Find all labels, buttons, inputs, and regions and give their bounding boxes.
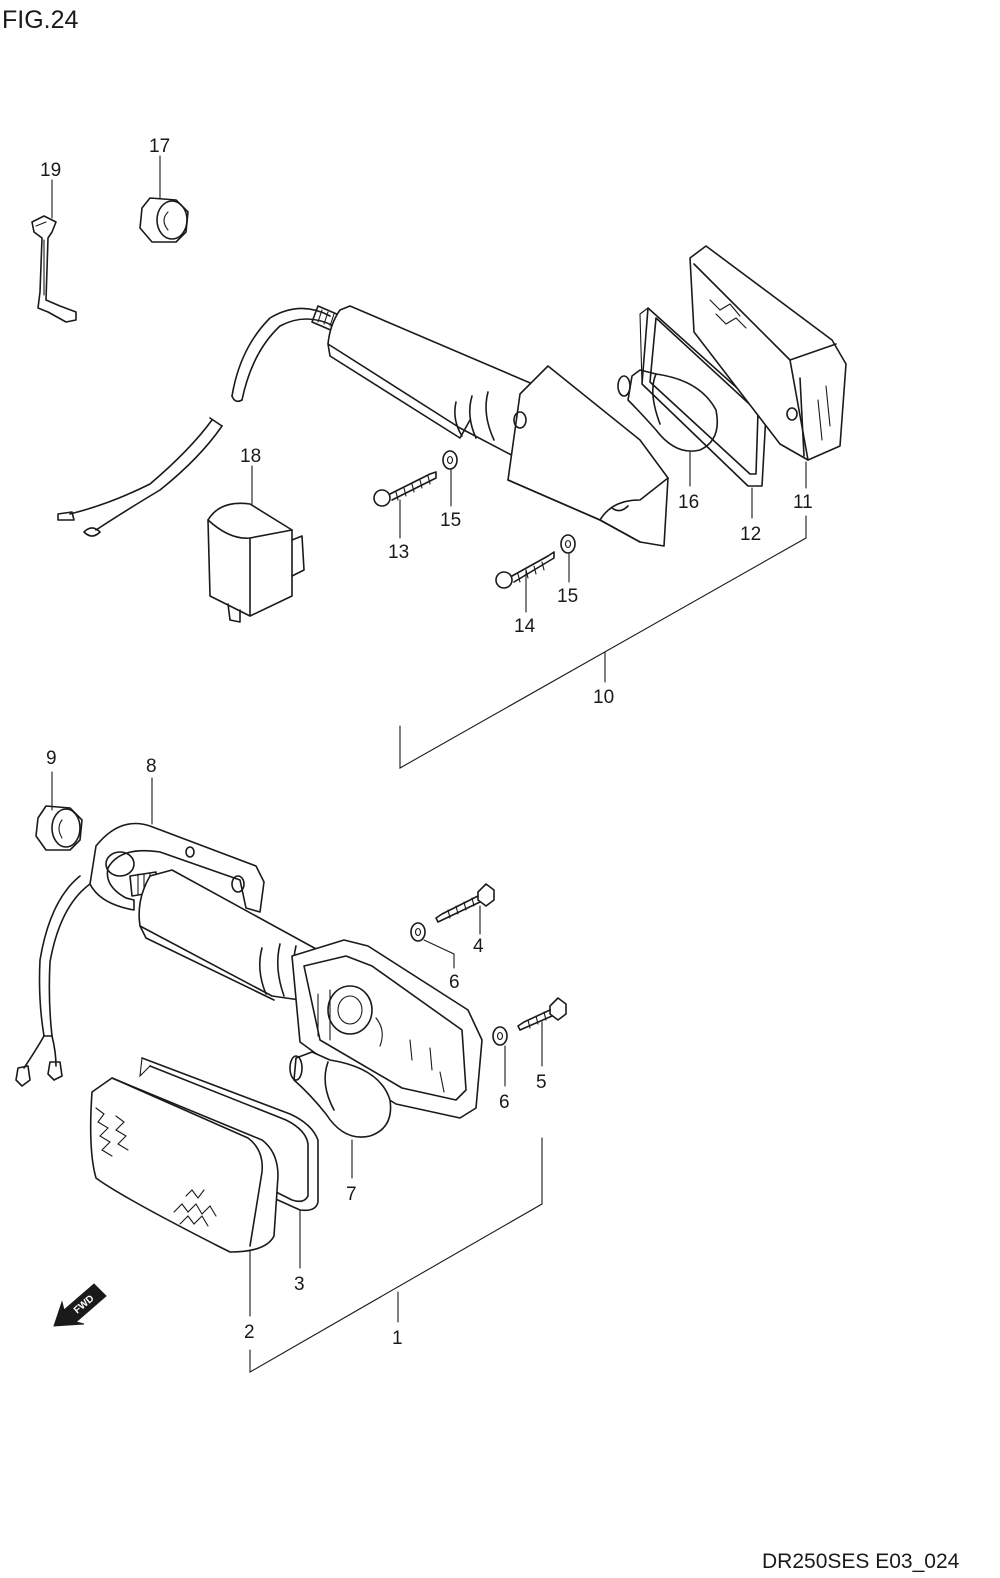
part-16-bulb — [617, 369, 719, 452]
callout-4: 4 — [473, 936, 484, 957]
part-2-lens — [89, 1077, 279, 1253]
fwd-arrow-icon: FWD — [53, 1283, 107, 1327]
part-3-gasket — [139, 1057, 319, 1212]
callout-11: 11 — [793, 492, 813, 513]
part-1-turn-signal-front — [15, 869, 483, 1119]
callout-16: 16 — [678, 492, 699, 513]
part-18-relay — [207, 502, 305, 623]
callout-6-b: 6 — [499, 1092, 510, 1113]
callout-3: 3 — [294, 1274, 305, 1295]
figure-title: FIG.24 — [2, 6, 79, 34]
lower-leader-lines — [51, 771, 543, 1373]
callout-9: 9 — [46, 748, 57, 769]
part-8-bracket — [89, 822, 265, 913]
callout-1: 1 — [392, 1328, 403, 1349]
callout-12: 12 — [740, 524, 761, 545]
part-6-washer-a — [410, 922, 426, 942]
callout-17: 17 — [149, 136, 170, 157]
callout-6-a: 6 — [449, 972, 460, 993]
part-9-grommet — [35, 805, 83, 851]
callout-15-b: 15 — [557, 586, 578, 607]
callout-10: 10 — [593, 687, 614, 708]
part-10-turn-signal-rear — [57, 305, 669, 547]
part-15-washer-a — [442, 450, 458, 470]
part-4-screw — [435, 883, 495, 923]
part-5-screw — [517, 997, 567, 1031]
part-13-screw — [373, 471, 437, 507]
part-14-screw — [495, 551, 555, 589]
figure-code: DR250SES E03_024 — [762, 1550, 960, 1573]
part-15-washer-b — [560, 534, 576, 554]
callout-18: 18 — [240, 446, 261, 467]
callout-7: 7 — [346, 1184, 357, 1205]
part-19-clamp — [31, 215, 77, 323]
callout-15-a: 15 — [440, 510, 461, 531]
callout-19: 19 — [40, 160, 61, 181]
part-6-washer-b — [492, 1026, 508, 1046]
callout-8: 8 — [146, 756, 157, 777]
part-17-grommet — [139, 197, 189, 243]
upper-leader-lines — [51, 155, 807, 769]
callout-13: 13 — [388, 542, 409, 563]
callout-labels: 19 17 18 13 15 14 15 16 12 11 10 9 8 4 6… — [40, 136, 813, 1349]
part-11-lens — [689, 245, 847, 461]
part-7-bulb — [289, 1051, 392, 1138]
callout-5: 5 — [536, 1072, 547, 1093]
callout-14: 14 — [514, 616, 536, 637]
callout-2: 2 — [244, 1322, 255, 1343]
